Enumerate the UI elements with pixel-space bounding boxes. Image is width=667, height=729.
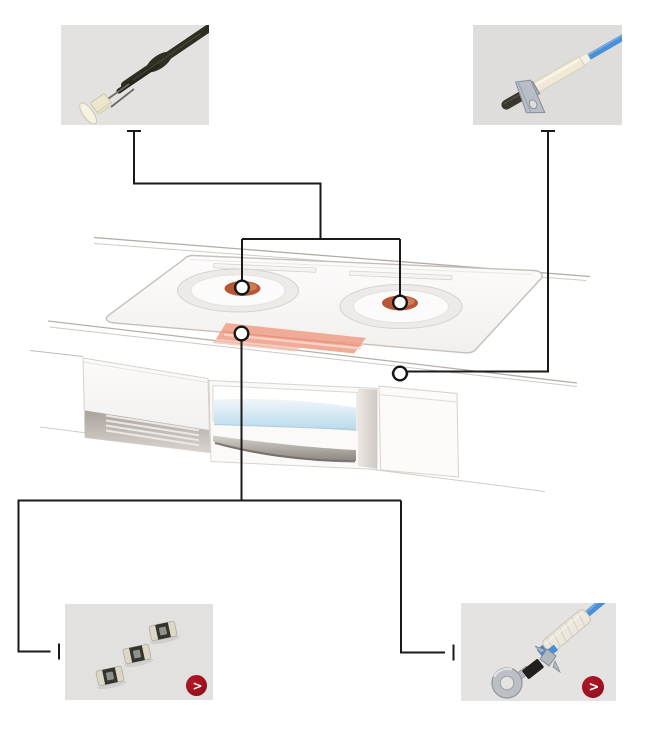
more-button[interactable]: >: [186, 675, 207, 696]
hotspot-left-burner: [233, 279, 250, 296]
product-thumb-probe-sensor[interactable]: [61, 25, 209, 125]
hotspot-front-panel: [392, 365, 409, 382]
smd-chip: [95, 665, 127, 690]
chip-sensors-photo: [95, 620, 180, 690]
hotspot-grill-exhaust: [233, 325, 250, 342]
ring-terminal-sensor-photo: [491, 603, 616, 699]
grill-window-glass: [214, 398, 356, 430]
chevron-right-icon: >: [588, 679, 600, 695]
front-right-drawer: [378, 385, 460, 478]
mounting-bracket: [514, 79, 546, 114]
callout-lines: [17, 130, 555, 661]
lead-wire: [586, 25, 622, 60]
more-button[interactable]: >: [582, 676, 604, 698]
product-thumb-pencil-sensor[interactable]: [473, 25, 622, 125]
ring-terminal: [491, 667, 523, 699]
product-thumb-ring-terminal-sensor[interactable]: >: [461, 603, 616, 701]
smd-chip: [122, 643, 154, 668]
back-vent-slot-left: [213, 263, 317, 273]
pencil-sensor-photo: [501, 25, 622, 114]
sensor-element: [522, 659, 544, 679]
front-left-panel: [82, 357, 211, 454]
ceramic-tip: [79, 93, 113, 125]
grill-door-handle: [213, 435, 356, 462]
crimp-clamp: [534, 645, 561, 674]
hotspot-right-burner: [392, 294, 409, 311]
smd-chip: [148, 620, 180, 645]
probe-sensor-photo: [79, 25, 209, 125]
grill-door: [208, 379, 378, 471]
chevron-right-icon: >: [192, 678, 203, 693]
product-thumb-chip-sensors[interactable]: >: [65, 604, 213, 700]
vent-louvers: [105, 414, 200, 447]
